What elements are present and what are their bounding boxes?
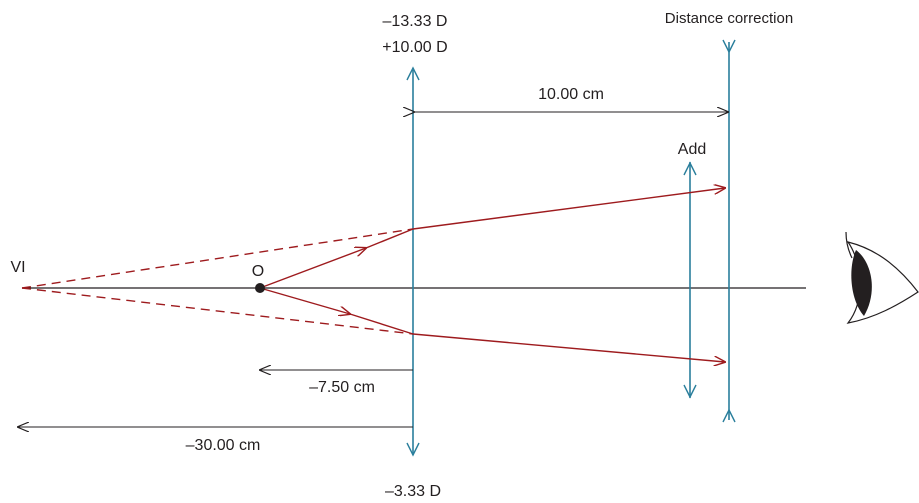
virtual-image-label: VI <box>10 259 25 276</box>
object-point <box>255 283 265 293</box>
object-label: O <box>252 263 264 280</box>
ray-upper <box>259 188 725 289</box>
object-distance-label: –7.50 cm <box>309 379 375 396</box>
lens-top-power-2: +10.00 D <box>382 39 447 56</box>
image-distance-label: –30.00 cm <box>186 437 261 454</box>
eye-icon <box>845 231 919 324</box>
add-label: Add <box>678 141 706 158</box>
distance-correction-label: Distance correction <box>665 10 793 27</box>
main-lens <box>406 66 420 457</box>
ray-lower <box>259 287 725 362</box>
virtual-ray-lower <box>21 287 414 335</box>
virtual-ray-upper <box>21 228 414 289</box>
distance-correction-lens <box>722 39 736 423</box>
separation-label: 10.00 cm <box>538 86 604 103</box>
lens-bottom-power: –3.33 D <box>385 483 441 500</box>
add-lens <box>683 161 697 399</box>
lens-top-power-1: –13.33 D <box>383 13 448 30</box>
